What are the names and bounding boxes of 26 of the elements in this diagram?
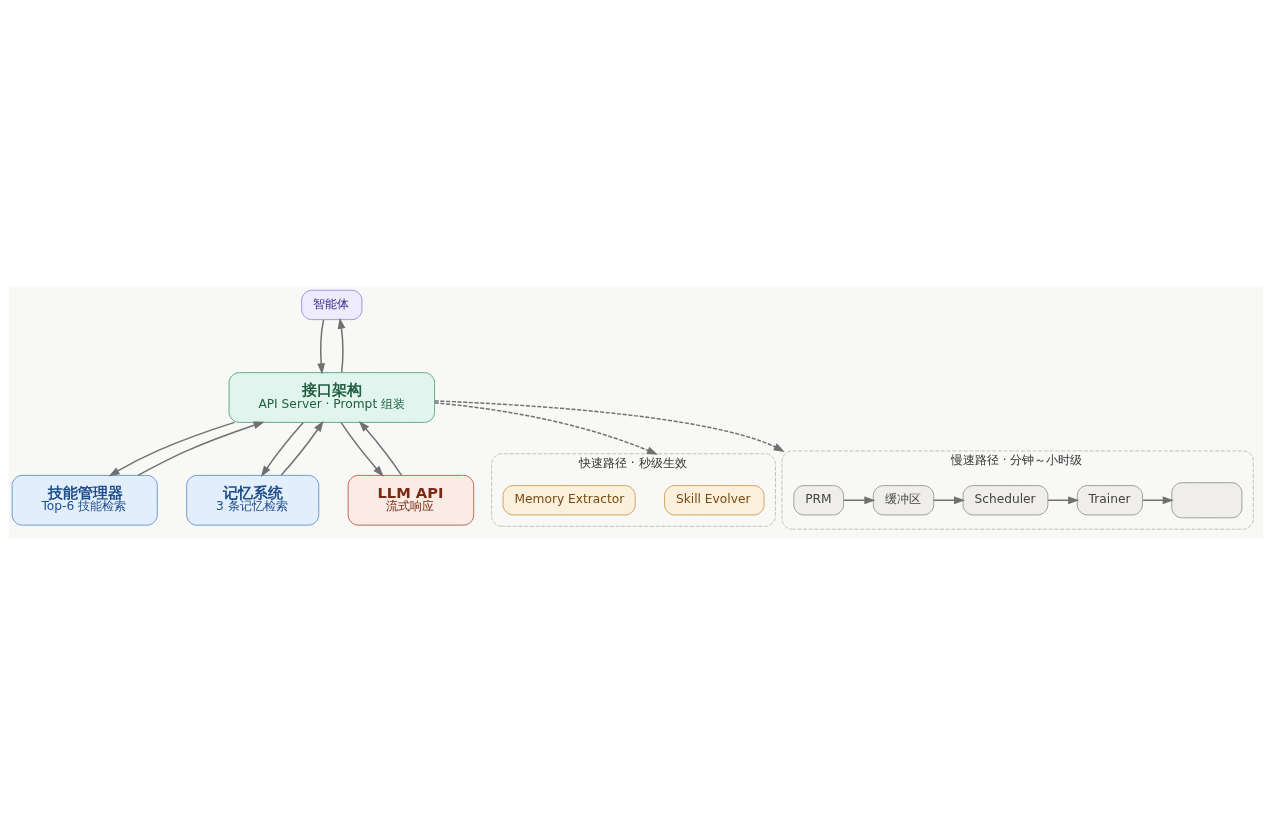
arrow: [434, 400, 785, 452]
node-box: 智能体: [301, 289, 363, 321]
arrow: [434, 402, 659, 455]
node-box: 接口架构 API Server · Prompt 组装: [228, 372, 435, 423]
arrow: [260, 421, 305, 477]
arrow: [843, 496, 876, 505]
arrow: [280, 420, 324, 476]
arrow: [317, 319, 325, 375]
arrow: [108, 421, 236, 477]
arrow: [340, 421, 384, 477]
arrow: [137, 421, 265, 477]
arrow: [358, 420, 403, 476]
arrow: [337, 317, 346, 374]
node-box: PRM: [793, 485, 844, 516]
arrow: [1047, 496, 1080, 505]
node-box: Memory Extractor: [502, 485, 636, 516]
node-box: LLM API 流式响应: [347, 474, 475, 526]
node-box: Scheduler: [962, 485, 1049, 516]
arrow: [1142, 496, 1174, 505]
node-box: 缓冲区: [872, 485, 935, 516]
arrow: [933, 496, 966, 505]
node-box: 记忆系统 3 条记忆检索: [186, 474, 320, 526]
node-box: [1171, 482, 1243, 519]
node-box: 技能管理器 Top-6 技能检索: [11, 474, 158, 526]
node-box: Skill Evolver: [664, 485, 765, 516]
node-box: Trainer: [1076, 485, 1143, 516]
